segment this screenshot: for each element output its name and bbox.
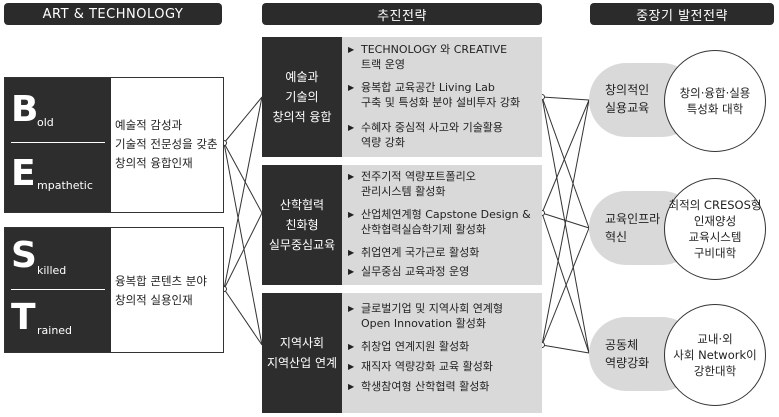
connector-line — [223, 288, 263, 346]
connector-line — [541, 99, 590, 346]
goal-line: 교내·외 — [697, 332, 733, 346]
strategy-label-line: 실무중심교육 — [268, 238, 336, 252]
strategy-item: 학생참여형 산학협력 활성화 — [348, 379, 538, 394]
divider — [11, 142, 105, 143]
development-goal-circle: 창의·융합·실용 특성화 대학 — [664, 50, 766, 152]
connector-line — [223, 142, 263, 346]
strategy-item: 실무중심 교육과정 운영 — [348, 264, 538, 279]
talent-group-be: B old E mpathetic 예술적 감성과 기술적 전문성을 갖춘 창의… — [4, 77, 224, 213]
header-strategy: 추진전략 — [262, 3, 542, 25]
talent-letters-panel: S killed T rained — [5, 228, 111, 352]
development-label-line: 공동체 — [605, 338, 639, 352]
talent-letters-panel: B old E mpathetic — [5, 78, 111, 212]
development-label-line: 창의적인 — [605, 83, 650, 97]
strategy-label-line: 친화형 — [285, 218, 319, 232]
connector-line — [223, 96, 263, 144]
strategy-item: 산업체연계형 Capstone Design &산학협력실습학기제 활성화 — [348, 207, 538, 237]
connector-line — [541, 344, 590, 354]
word-remainder: mpathetic — [37, 179, 93, 192]
connector-line — [541, 99, 590, 214]
connector-line — [223, 212, 263, 290]
development-goal-circle: 최적의 CRESOS형 인재양성 교육시스템 구비대학 — [664, 178, 766, 280]
connector-line — [541, 227, 590, 346]
strategy-label-industry-academic: 산학협력 친화형 실무중심교육 — [262, 165, 342, 285]
header-art-technology: ART & TECHNOLOGY — [4, 3, 222, 25]
header-development: 중장기 발전전략 — [590, 3, 774, 25]
initial-letter: B — [11, 89, 39, 130]
strategy-item: 재직자 역량강화 교육 활성화 — [348, 359, 538, 374]
goal-line: 강한대학 — [693, 364, 737, 378]
development-label-line: 교육인프라 — [605, 212, 661, 226]
word-remainder: old — [37, 116, 54, 129]
description-line: 창의적 실용인재 — [115, 293, 193, 307]
initial-letter: T — [11, 297, 36, 338]
development-goal-circle: 교내·외 사회 Network이 강한대학 — [664, 304, 766, 406]
development-label-line: 역량강화 — [605, 356, 650, 370]
talent-group-st: S killed T rained 융복합 콘텐츠 분야 창의적 실용인재 — [4, 227, 224, 353]
strategy-label-convergence: 예술과 기술의 창의적 융합 — [262, 37, 342, 157]
connector-line — [541, 96, 590, 229]
description-line: 융복합 콘텐츠 분야 — [115, 274, 207, 288]
goal-line: 최적의 CRESOS형 — [668, 198, 762, 212]
talent-description: 예술적 감성과 기술적 전문성을 갖춘 창의적 융합인재 — [115, 116, 219, 173]
strategy-label-line: 기술의 — [285, 90, 319, 104]
strategy-label-line: 산학협력 — [279, 198, 325, 212]
development-label-line: 혁신 — [605, 230, 628, 244]
goal-line: 창의·융합·실용 — [679, 86, 751, 100]
initial-letter: S — [11, 235, 37, 276]
goal-line: 교육시스템 — [688, 230, 742, 244]
connector-line — [541, 96, 590, 101]
strategy-label-community: 지역사회 지역산업 연계 — [262, 293, 342, 413]
strategy-item: 취창업 연계지원 활성화 — [348, 339, 538, 354]
description-line: 창의적 융합인재 — [115, 156, 193, 170]
talent-description: 융복합 콘텐츠 분야 창의적 실용인재 — [115, 272, 219, 310]
connector-line — [541, 212, 590, 354]
word-remainder: killed — [37, 264, 67, 277]
strategy-item: 취업연계 국가근로 활성화 — [348, 245, 538, 260]
goal-line: 사회 Network이 — [673, 348, 757, 362]
connector-line — [223, 142, 263, 214]
goal-line: 구비대학 — [693, 246, 737, 260]
connector-line — [223, 96, 263, 290]
initial-letter: E — [11, 153, 36, 194]
strategy-label-line: 지역사회 — [279, 336, 325, 350]
goal-line: 특성화 대학 — [686, 102, 744, 116]
word-remainder: rained — [37, 324, 73, 337]
divider — [11, 289, 105, 290]
strategy-label-line: 창의적 융합 — [272, 110, 332, 124]
strategy-label-line: 지역산업 연계 — [266, 356, 338, 370]
goal-line: 인재양성 — [693, 214, 737, 228]
strategy-label-line: 예술과 — [285, 70, 319, 84]
development-label-line: 실용교육 — [605, 101, 650, 115]
description-line: 예술적 감성과 — [115, 118, 183, 132]
description-line: 기술적 전문성을 갖춘 — [115, 137, 218, 151]
